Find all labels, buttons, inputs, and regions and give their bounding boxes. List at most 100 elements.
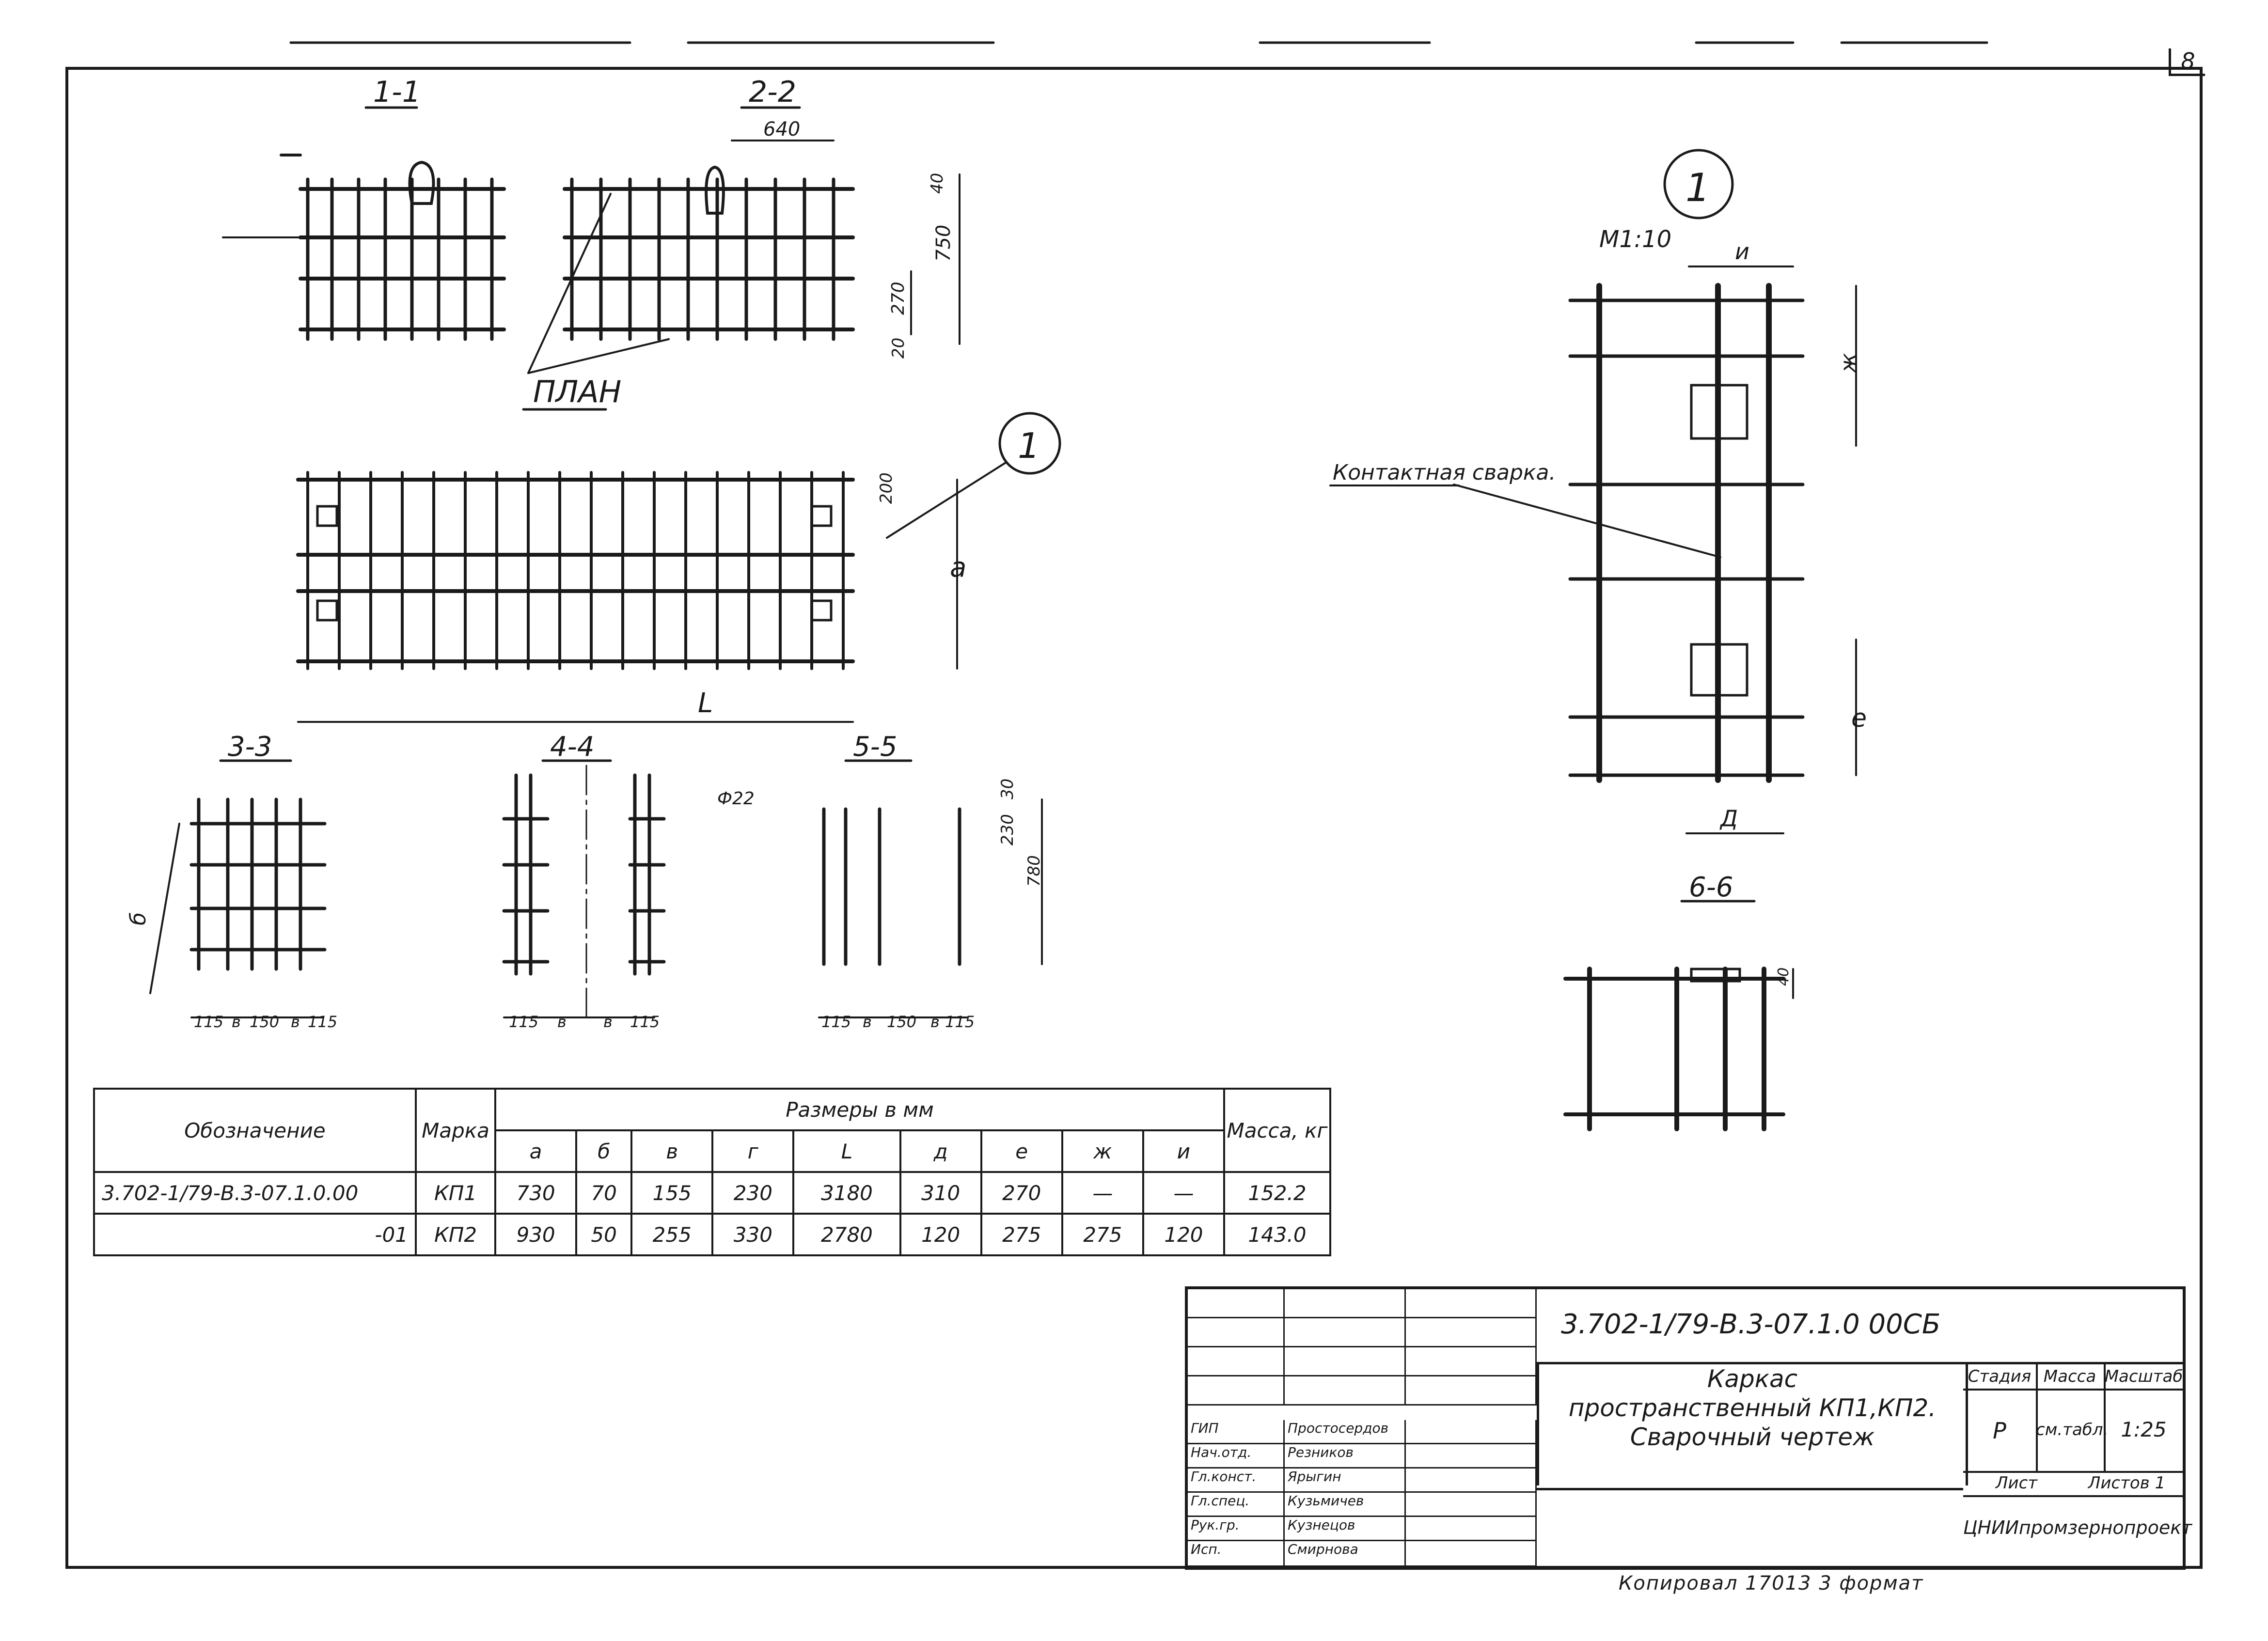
staff-role: Гл.конст. (1188, 1469, 1285, 1493)
row2-mass: 143.0 (1223, 1213, 1331, 1256)
spec-col-sizes: Размеры в мм (494, 1088, 1225, 1131)
contact-weld-label: Контактная сварка. (1333, 460, 1556, 485)
spec-col-designation: Обозначение (93, 1088, 417, 1173)
node-dim-zh: ж (1835, 353, 1861, 374)
section-5-5-title: 5-5 (853, 731, 897, 763)
title-line-3: Сварочный чертеж (1630, 1423, 1875, 1451)
dim-v-b: в (291, 1013, 300, 1031)
spec-col-a: а (494, 1129, 578, 1173)
row2-g: 330 (711, 1213, 795, 1256)
table-row: -01 КП2 930 50 255 330 2780 120 275 275 … (93, 1213, 1331, 1256)
row1-a: 730 (494, 1171, 578, 1215)
sheet-label: Лист (1995, 1473, 2038, 1493)
dim-150-a: 150 (250, 1013, 279, 1031)
spec-col-mark: Марка (415, 1088, 496, 1173)
row2-designation: -01 (93, 1213, 417, 1256)
dim-L: L (698, 688, 713, 719)
plan-view: ПЛАН L а 200 1 (296, 374, 1061, 723)
dim-v-d: в (603, 1013, 613, 1031)
title-stamp: ГИП Простосердов Нач.отд. Резников Гл.ко… (1185, 1286, 2192, 1570)
dim-30: 30 (998, 779, 1017, 799)
dim-780: 780 (1024, 855, 1044, 887)
row2-mark: КП2 (415, 1213, 496, 1256)
spec-col-b: б (575, 1129, 633, 1173)
spec-col-mass: Масса, кг (1223, 1088, 1331, 1173)
dim-v-e: в (863, 1013, 872, 1031)
staff-role: Нач.отд. (1188, 1444, 1285, 1469)
dim-b-33: б (126, 912, 151, 925)
section-6-6-title: 6-6 (1689, 872, 1733, 903)
section-6-6: 6-6 40 (1563, 872, 1794, 1131)
dim-40: 40 (928, 173, 947, 194)
stage-value: Р (1993, 1418, 2006, 1444)
dim-115-a: 115 (194, 1013, 223, 1031)
spec-col-i: и (1142, 1129, 1226, 1173)
drawing-frame (65, 67, 2203, 1569)
scale-value: 1:25 (2121, 1418, 2167, 1441)
table-row: 3.702-1/79-В.3-07.1.0.00 КП1 730 70 155 … (93, 1171, 1331, 1215)
section-1-1: 1-1 (222, 75, 506, 341)
mass-header: Масса (2043, 1367, 2096, 1386)
dim-v-f: в (930, 1013, 940, 1031)
node-dim-e: е (1851, 704, 1867, 733)
dim-640: 640 (763, 118, 800, 141)
title-line-1: Каркас (1707, 1365, 1798, 1393)
section-2-2-title: 2-2 (749, 75, 796, 109)
staff-name: Простосердов (1285, 1420, 1406, 1444)
row1-b: 70 (575, 1171, 633, 1215)
dim-a: а (950, 552, 966, 583)
spec-col-d: д (899, 1129, 982, 1173)
row1-d: 310 (899, 1171, 982, 1215)
row1-g: 230 (711, 1171, 795, 1215)
row2-a: 930 (494, 1213, 578, 1256)
row2-v: 255 (630, 1213, 714, 1256)
staff-role: ГИП (1188, 1420, 1285, 1444)
dim-v-a: в (232, 1013, 241, 1031)
node-1-scale: М1:10 (1599, 226, 1671, 253)
dim-200: 200 (877, 472, 896, 504)
spec-table: Обозначение Марка Размеры в мм Масса, кг… (93, 1088, 1331, 1256)
row2-b: 50 (575, 1213, 633, 1256)
row1-i: — (1142, 1171, 1226, 1215)
staff-role: Гл.спец. (1188, 1493, 1285, 1517)
scale-header: Масштаб (2104, 1367, 2183, 1386)
row2-L: 2780 (792, 1213, 901, 1256)
section-3-3-title: 3-3 (228, 731, 272, 763)
dim-20: 20 (889, 338, 908, 359)
section-4-4-title: 4-4 (550, 731, 594, 763)
staff-name: Смирнова (1285, 1541, 1406, 1567)
row1-zh: — (1061, 1171, 1144, 1215)
spec-col-g: г (711, 1129, 795, 1173)
dim-115-e: 115 (821, 1013, 851, 1031)
section-4-4: 4-4 Ф22 115 в в 115 (502, 731, 755, 1031)
staff-name: Кузнецов (1285, 1517, 1406, 1541)
section-1-1-title: 1-1 (373, 75, 421, 109)
staff-name: Ярыгин (1285, 1469, 1406, 1493)
dim-115-c: 115 (509, 1013, 538, 1031)
spec-col-e: е (980, 1129, 1063, 1173)
drawing-title: Каркас пространственный КП1,КП2. Сварочн… (1537, 1364, 1968, 1485)
stamp-signature-grid: ГИП Простосердов Нач.отд. Резников Гл.ко… (1188, 1289, 1537, 1567)
plan-title: ПЛАН (533, 374, 621, 409)
staff-name: Резников (1285, 1444, 1406, 1469)
row2-i: 120 (1142, 1213, 1226, 1256)
spec-col-L: L (792, 1129, 901, 1173)
stage-header: Стадия (1968, 1367, 2032, 1386)
node-1-detail: 1 М1:10 и ж е Д Контактная сварка. (1329, 149, 1867, 834)
node-1-title: 1 (1685, 165, 1710, 210)
dim-115-b: 115 (308, 1013, 337, 1031)
section-3-3: 3-3 115 в 150 в 115 б (126, 731, 337, 1031)
row1-mass: 152.2 (1223, 1171, 1331, 1215)
row2-d: 120 (899, 1213, 982, 1256)
mass-value: см.табл. (2036, 1420, 2109, 1439)
node-dim-d: Д (1719, 805, 1738, 831)
dim-115-f: 115 (945, 1013, 975, 1031)
row1-e: 270 (980, 1171, 1063, 1215)
title-line-2: пространственный КП1,КП2. (1568, 1394, 1937, 1422)
staff-role: Рук.гр. (1188, 1517, 1285, 1541)
node-callout-plan: 1 (1018, 425, 1040, 466)
row2-e: 275 (980, 1213, 1063, 1256)
row1-designation: 3.702-1/79-В.3-07.1.0.00 (93, 1171, 417, 1215)
dim-phi22: Ф22 (717, 789, 755, 809)
